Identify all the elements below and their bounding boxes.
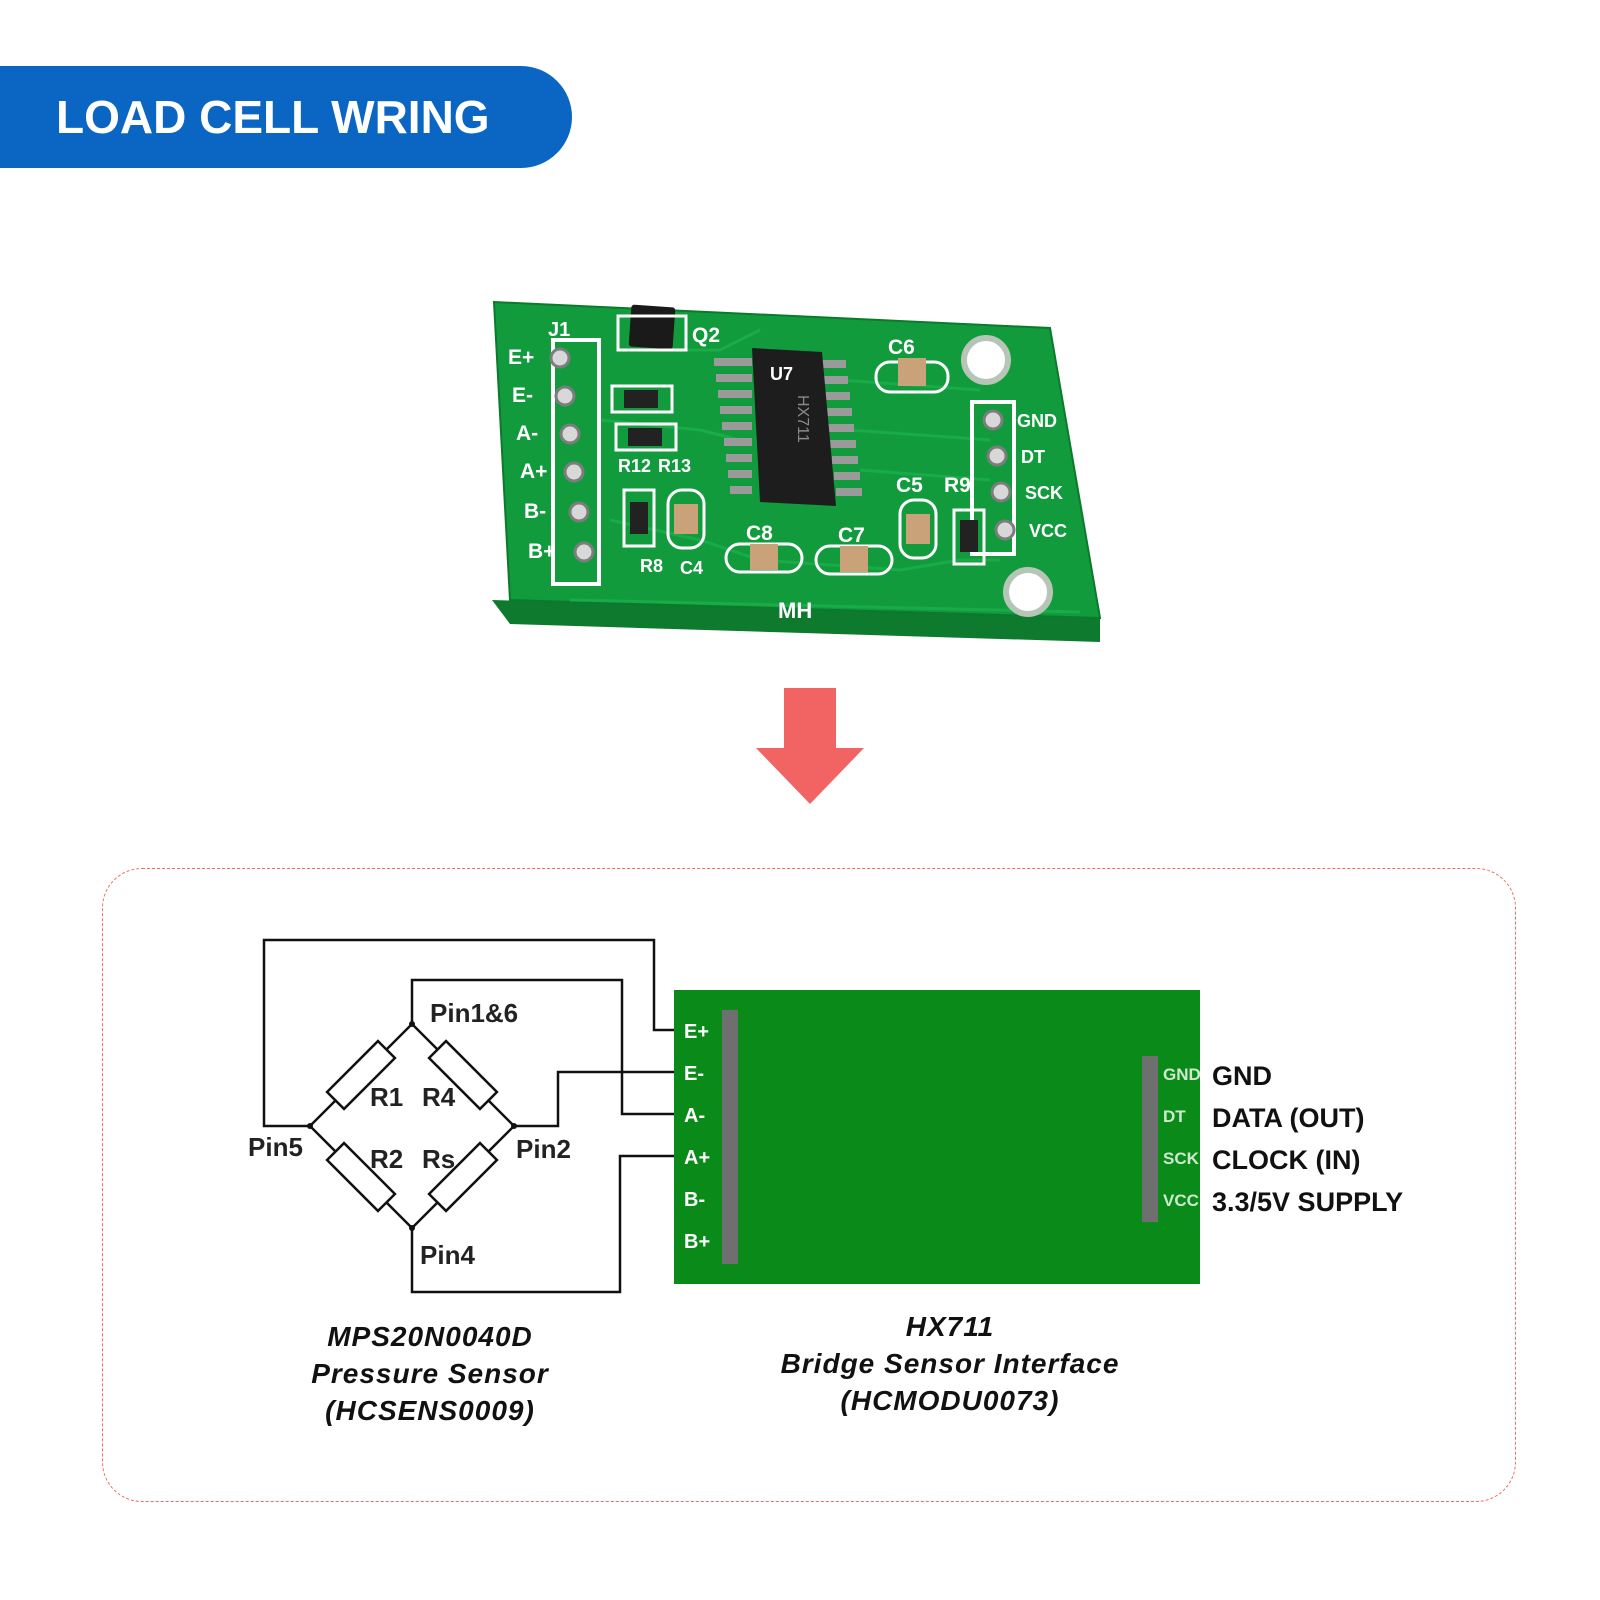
module-pin-label: A+ (684, 1147, 710, 1169)
component-label: R9 (944, 474, 971, 497)
j1-label: J1 (548, 319, 570, 341)
component-label: C4 (680, 558, 703, 578)
pin-description: CLOCK (IN) (1212, 1145, 1360, 1175)
pcb-pin-label: E- (512, 384, 533, 407)
module-pin-label: E- (684, 1063, 704, 1085)
bridge-node-label: Pin4 (420, 1240, 475, 1270)
pcb-pin-label: DT (1021, 447, 1045, 467)
module-pin-label: E+ (684, 1021, 709, 1043)
module-code: (HCMODU0073) (840, 1385, 1060, 1416)
module-pin-label: VCC (1163, 1191, 1199, 1210)
component-label: R12 (618, 456, 651, 476)
pcb-pin-label: B+ (528, 540, 555, 563)
pcb-pin-label: VCC (1029, 521, 1067, 541)
pcb-pin-label: A+ (520, 460, 547, 483)
component-label: C5 (896, 474, 923, 497)
module-type: Bridge Sensor Interface (780, 1348, 1120, 1379)
module-pin-label: A- (684, 1105, 705, 1127)
banner-title: LOAD CELL WRING (56, 91, 490, 143)
component-label: C7 (838, 524, 865, 547)
brand-label: MH (778, 598, 812, 623)
pin-description: DATA (OUT) (1212, 1103, 1364, 1133)
module-pin-label: B- (684, 1189, 705, 1211)
component-label: R13 (658, 456, 691, 476)
right-header-strip (1142, 1056, 1158, 1222)
component-label: Q2 (692, 324, 720, 347)
component-label: R8 (640, 556, 663, 576)
module-pin-label: DT (1163, 1107, 1186, 1126)
component-label: C8 (746, 522, 773, 545)
sensor-caption: MPS20N0040D Pressure Sensor (HCSENS0009) (250, 1318, 610, 1429)
arrow-down-icon (756, 688, 864, 804)
sensor-part-number: MPS20N0040D (327, 1321, 533, 1352)
pcb-pin-label: B- (524, 500, 546, 523)
pcb-pin-label: E+ (508, 346, 534, 369)
module-part-number: HX711 (905, 1311, 995, 1342)
pin-description: GND (1212, 1061, 1272, 1091)
wiring-diagram-frame (102, 868, 1516, 1502)
pcb-pin-label: GND (1017, 411, 1057, 431)
bridge-node-label: Pin2 (516, 1134, 571, 1164)
chip-ref: U7 (770, 364, 793, 384)
left-header-strip (722, 1010, 738, 1264)
resistor-label: Rs (422, 1144, 455, 1174)
pcb-pin-label: SCK (1025, 483, 1063, 503)
module-pin-label: SCK (1163, 1149, 1200, 1168)
chip-marking: HX711 (794, 395, 811, 443)
resistor-label: R1 (370, 1082, 403, 1112)
resistor-label: R2 (370, 1144, 403, 1174)
title-banner: LOAD CELL WRING (0, 66, 572, 168)
pin-description: 3.3/5V SUPPLY (1212, 1187, 1403, 1217)
bridge-node-label: Pin5 (248, 1132, 303, 1162)
component-label: C6 (888, 336, 915, 359)
module-pin-label: GND (1163, 1065, 1201, 1084)
pcb-pin-label: A- (516, 422, 538, 445)
resistor-label: R4 (422, 1082, 456, 1112)
module-pin-label: B+ (684, 1231, 710, 1253)
hx711-module (674, 990, 1200, 1284)
module-caption: HX711 Bridge Sensor Interface (HCMODU007… (700, 1308, 1200, 1419)
bridge-node-label: Pin1&6 (430, 998, 518, 1028)
sensor-type: Pressure Sensor (311, 1358, 549, 1389)
hx711-board-photo: J1 E+ E- A- A+ B- B+ GND DT SCK VCC Q2 U… (492, 300, 1102, 642)
sensor-code: (HCSENS0009) (325, 1395, 535, 1426)
